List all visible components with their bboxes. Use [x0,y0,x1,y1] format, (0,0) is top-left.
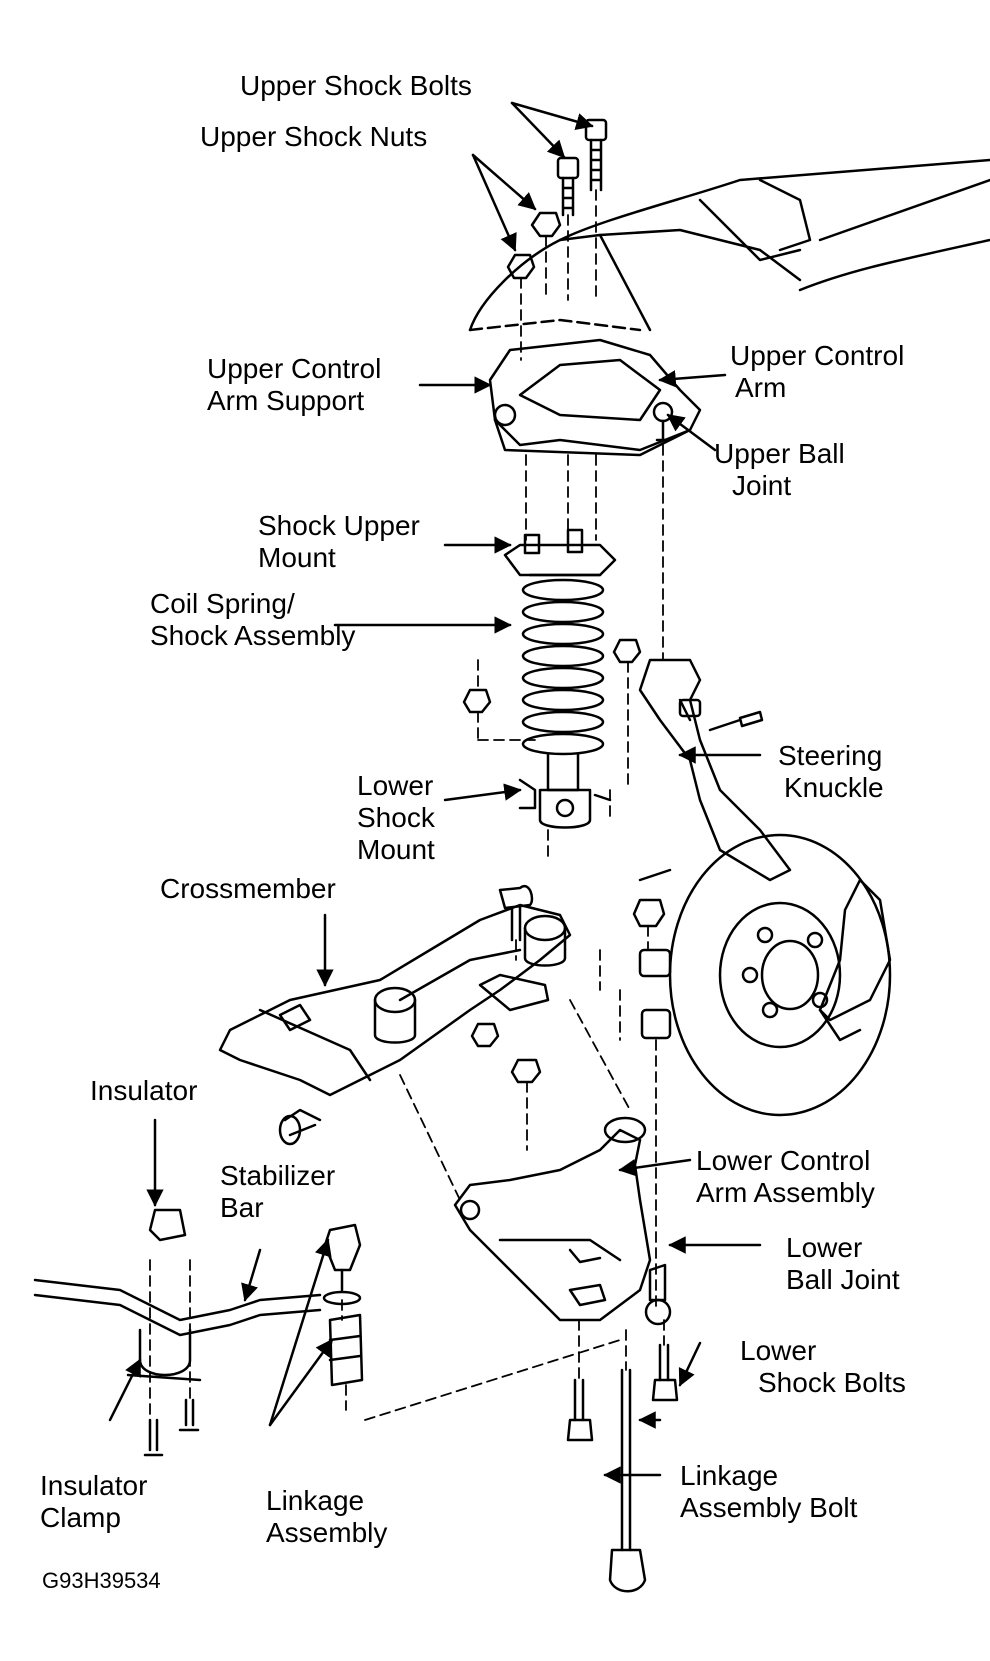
knuckle-hardware [632,868,672,1040]
insulator-clamp-screws [143,1398,200,1457]
label-lower-shock-mount-line1: Lower [357,770,434,801]
linkage-assembly-bolt [608,1368,647,1593]
label-lower-ball-joint-line2: Ball Joint [786,1264,900,1295]
label-stabilizer-bar-line1: Stabilizer [220,1160,336,1191]
label-linkage-assembly-line2: Assembly [266,1517,388,1548]
label-steering-knuckle-line2: Knuckle [784,772,884,803]
leader-arrows [108,101,762,1484]
label-upper-control-arm-line2: Arm [735,372,787,403]
label-insulator-clamp-line2: Clamp [40,1502,121,1533]
upper-control-arm [488,338,702,457]
label-crossmember: Crossmember [160,873,336,904]
label-lower-ball-joint-line1: Lower [786,1232,863,1263]
label-upper-control-arm-support-line2: Arm Support [207,385,365,416]
stabilizer-bar [33,1278,322,1337]
label-lower-shock-mount-line2: Shock [357,802,435,833]
label-steering-knuckle-line1: Steering [778,740,883,771]
upper-shock-nuts [506,211,562,280]
insulator [148,1208,187,1242]
lower-shock-bolts [566,1343,679,1442]
upper-shock-bolts [556,118,608,217]
label-upper-shock-bolts: Upper Shock Bolts [240,70,472,101]
coil-spring-shock-assembly [503,528,617,829]
label-upper-ball-joint-line2: Joint [732,470,792,501]
label-shock-upper-mount-line2: Mount [258,542,336,573]
crossmember [218,903,572,1097]
label-shock-upper-mount-line1: Shock Upper [258,510,420,541]
label-insulator-clamp-line1: Insulator [40,1470,148,1501]
figure-code: G93H39534 [42,1568,161,1593]
lower-control-arm [453,1116,672,1326]
label-linkage-bolt-line2: Assembly Bolt [680,1492,858,1523]
label-upper-ball-joint-line1: Upper Ball [714,438,845,469]
label-lower-control-arm-line2: Arm Assembly [696,1177,875,1208]
label-coil-spring-line1: Coil Spring/ [150,588,295,619]
label-upper-control-arm-support-line1: Upper Control [207,353,382,384]
steering-knuckle [638,658,792,882]
lower-shock-mount [462,638,642,810]
label-linkage-assembly-line1: Linkage [266,1485,365,1516]
label-linkage-bolt-line1: Linkage [680,1460,779,1491]
label-stabilizer-bar-line2: Bar [220,1192,264,1223]
label-insulator: Insulator [90,1075,198,1106]
label-lower-shock-bolts-line2: Shock Bolts [758,1367,906,1398]
brake-rotor [668,833,892,1117]
label-lower-shock-bolts-line1: Lower [740,1335,817,1366]
label-lower-shock-mount-line3: Mount [357,834,435,865]
linkage-assembly [322,1223,364,1387]
crossmember-bolts [278,884,542,1146]
body-panel [468,158,990,332]
label-upper-control-arm-line1: Upper Control [730,340,905,371]
label-lower-control-arm-line1: Lower Control [696,1145,871,1176]
label-upper-shock-nuts: Upper Shock Nuts [200,121,428,152]
label-coil-spring-line2: Shock Assembly [150,620,356,651]
